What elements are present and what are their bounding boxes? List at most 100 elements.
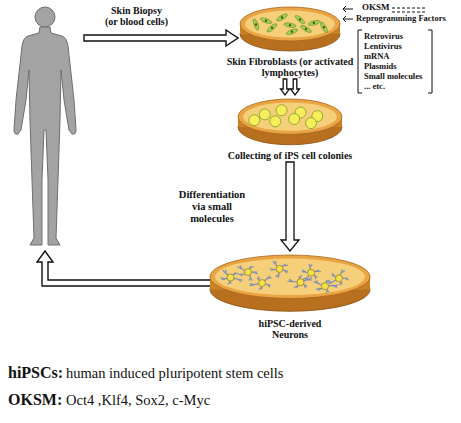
text-label: human induced pluripotent stem cells [66, 366, 283, 382]
text-label: Skin Biopsy (or blood cells) [104, 5, 169, 27]
list-bracket [428, 30, 432, 93]
arrow-outline [281, 162, 299, 251]
factor-arrow [343, 16, 353, 22]
biopsy-arrow [84, 30, 238, 46]
dish-rim [238, 99, 342, 134]
neurite [238, 266, 258, 281]
neuron-cell [221, 270, 243, 285]
fibroblast-cell [284, 22, 297, 28]
petri-dish-node: Skin Fibroblasts (or activated lymphocyt… [225, 4, 355, 78]
cell-nucleus [298, 18, 301, 21]
neurite [328, 270, 349, 286]
text-label: Small molecules [364, 72, 422, 81]
dish-label: Collecting of iPS cell colonies [215, 150, 365, 161]
dish-label-group: Collecting of iPS cell colonies [215, 150, 365, 161]
arrow-outline [281, 79, 290, 95]
text-label: hiPSCs: [8, 364, 63, 382]
ips-colony [249, 115, 260, 126]
cell-body [286, 28, 299, 36]
neurite [250, 276, 272, 290]
human-head [35, 7, 55, 27]
neuron-cell [328, 270, 349, 286]
dish-label: hiPSC-derived Neurons [254, 318, 326, 340]
neurite [288, 275, 313, 288]
neuron-soma [227, 274, 234, 281]
cell-nucleus [290, 30, 293, 33]
neuron-soma [276, 265, 283, 272]
text-label: Reprogramming Factors [356, 14, 446, 23]
factor-symbol [392, 8, 426, 12]
text-label: Oct4 ,Klf4, Sox2, c-Myc [66, 393, 210, 409]
ips-colony [276, 105, 287, 116]
neurite [314, 280, 338, 293]
neuron-soma [259, 280, 266, 287]
fibroblast-cell [300, 24, 312, 33]
neuron-cell [238, 266, 258, 281]
neuron-cell [288, 275, 313, 288]
neuron-soma [297, 279, 304, 286]
text-label: OKSM: [8, 391, 62, 409]
dish-rim [240, 7, 340, 41]
neuron-cell [250, 276, 272, 290]
return-arrow [37, 251, 211, 286]
cell-nucleus [254, 23, 257, 26]
text-label: Retrovirus [364, 32, 403, 41]
neuron-cell [270, 261, 288, 278]
dish-medium [245, 11, 335, 38]
neuron-soma [245, 269, 252, 276]
fibroblast-cell [276, 13, 288, 22]
edge-label: Differentiation via small molecules [172, 189, 252, 225]
cell-nucleus [322, 26, 325, 29]
cell-body [284, 22, 297, 28]
cell-body [300, 24, 312, 33]
text-label: Plasmids [364, 62, 397, 71]
neurite [270, 261, 288, 278]
cell-body [260, 17, 273, 25]
text-label: ... etc. [364, 82, 385, 91]
human-figure [14, 27, 76, 245]
fibroblast-cell [319, 21, 328, 33]
dish-label-group: Skin Fibroblasts (or activated lymphocyt… [225, 56, 355, 78]
cell-body [294, 14, 306, 25]
cell-nucleus [304, 27, 307, 30]
dish-rim [210, 255, 370, 299]
cell-body [266, 22, 278, 33]
ips-colony [306, 118, 317, 129]
fibroblast-cell [252, 18, 260, 31]
factor-arrow [343, 6, 353, 12]
neuron-cell [314, 280, 338, 293]
fibroblast-cell [266, 22, 278, 33]
dish-label-group: hiPSC-derived Neurons [254, 318, 326, 340]
fibroblast-cell [308, 19, 321, 26]
text-label: mRNA [364, 52, 390, 61]
cell-nucleus [313, 21, 316, 24]
dish-medium [215, 259, 365, 296]
fibroblast-cell [260, 17, 273, 25]
fibroblast-cell [286, 28, 299, 36]
dish-label: Skin Fibroblasts (or activated lymphocyt… [225, 56, 355, 78]
cell-body [252, 18, 260, 31]
list-bracket [358, 30, 362, 93]
neuron-soma [322, 283, 329, 290]
cell-body [319, 21, 328, 33]
cell-nucleus [270, 26, 273, 29]
cell-body [308, 19, 321, 26]
neurite [221, 270, 243, 285]
text-label: OKSM [362, 3, 390, 13]
ips-colony [270, 116, 281, 127]
cell-body [276, 13, 288, 22]
cell-nucleus [264, 19, 267, 22]
ips-colony [289, 114, 300, 125]
flow-arrow [281, 79, 300, 95]
cell-nucleus [280, 16, 283, 19]
flow-arrow [281, 162, 299, 251]
text-label: Lentivirus [364, 42, 402, 51]
fibroblast-cell [294, 14, 306, 25]
cell-nucleus [289, 24, 292, 27]
neuron-soma [336, 275, 343, 282]
ips-colony [259, 109, 270, 120]
neuron-soma [308, 269, 315, 276]
petri-dish-node: hiPSC-derived Neurons [205, 252, 375, 340]
arrow-outline [291, 79, 300, 95]
